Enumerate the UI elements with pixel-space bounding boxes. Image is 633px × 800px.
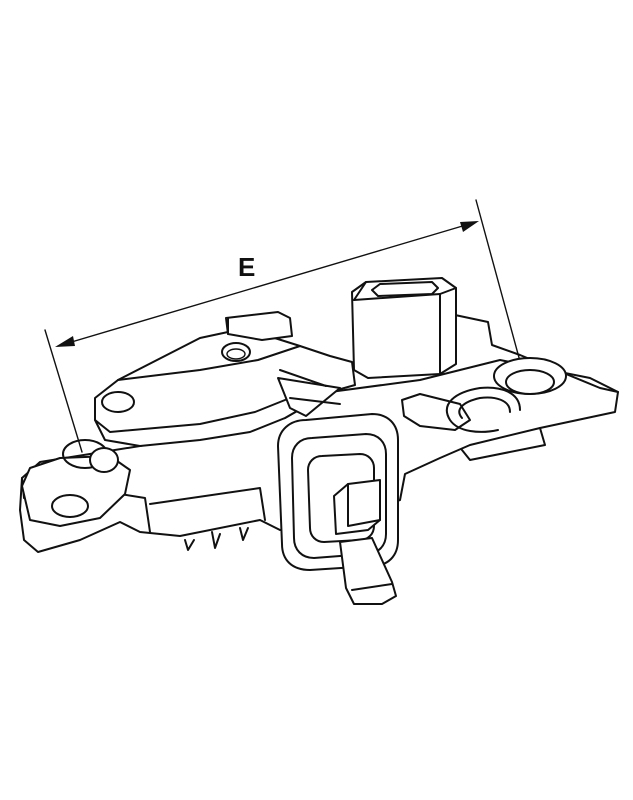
center-rib-1: [279, 369, 327, 387]
dimension-line: [57, 221, 477, 347]
dimension-label-e: E: [238, 252, 255, 282]
base-side-edge: [149, 487, 266, 521]
center-rib-2: [289, 397, 341, 405]
cover-hole-inner: [226, 348, 246, 360]
right-flange-edge: [461, 427, 546, 461]
cover-dome: [101, 391, 135, 413]
right-clip: [401, 393, 471, 431]
left-lug: [21, 455, 131, 527]
bottom-pin-2: [211, 531, 221, 549]
left-lug-pin: [89, 447, 119, 473]
bottom-pin-3: [239, 527, 249, 541]
arrowhead-left: [55, 336, 75, 347]
bottom-pin-1: [184, 539, 195, 551]
c-ring-inner: [458, 396, 511, 419]
right-mounting-hole-rim: [493, 357, 567, 395]
extension-line-left: [44, 329, 83, 453]
right-mounting-hole: [505, 369, 555, 395]
upper-cover-edge: [94, 397, 291, 433]
blade-extension-edge: [351, 583, 393, 591]
c-ring: [445, 386, 521, 433]
square-terminal-block: [351, 277, 457, 379]
regulator-body: [19, 277, 619, 553]
blade-extension: [339, 537, 397, 605]
extension-line-right: [475, 199, 525, 377]
arrowhead-right: [460, 221, 479, 232]
blade-terminal-edge: [347, 483, 381, 527]
left-lug-hole: [51, 494, 89, 518]
right-flange: [454, 314, 619, 393]
top-tab: [225, 311, 293, 341]
cover-ridge: [117, 345, 301, 381]
plug-connector: [277, 413, 399, 605]
dimension-e: E: [44, 199, 525, 453]
square-terminal-top: [353, 281, 457, 301]
upper-cover: [94, 331, 356, 447]
square-terminal-opening: [371, 281, 439, 297]
